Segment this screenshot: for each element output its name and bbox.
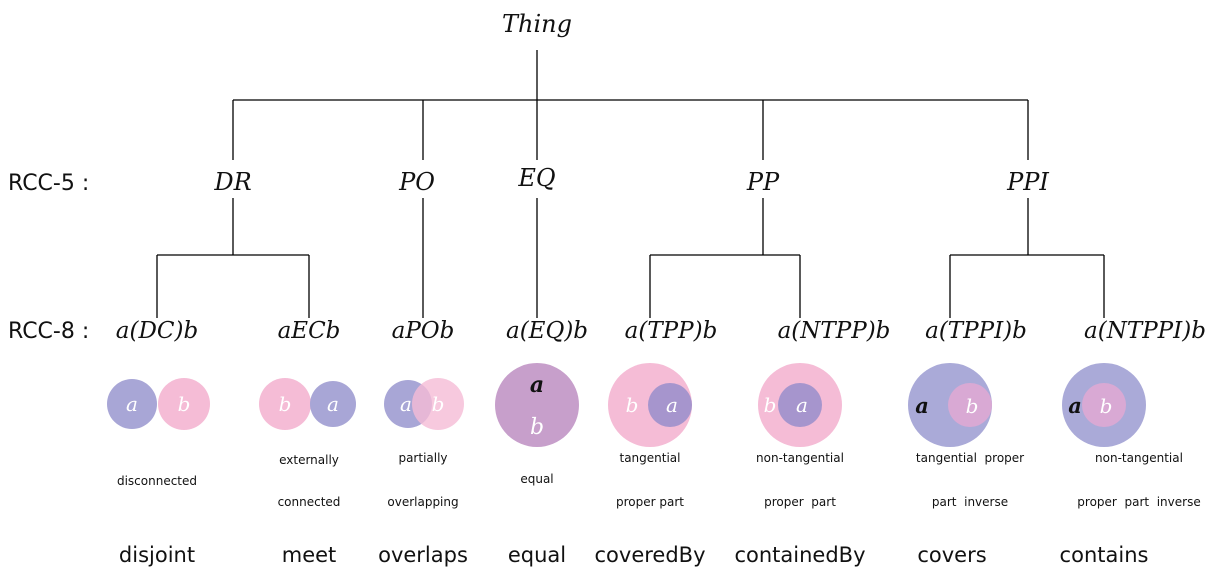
region-tpp: b a — [608, 363, 692, 447]
region-tppi: a b — [908, 363, 992, 447]
region-b-label: b — [626, 393, 639, 417]
region-po: a b — [384, 378, 464, 430]
desc-dc-1: disconnected — [117, 474, 197, 488]
region-b-label: b — [178, 392, 191, 416]
rcc8-notation-ntpp: a(NTPP)b — [778, 318, 891, 344]
desc-po-1: partially — [398, 451, 447, 465]
region-b-label: b — [764, 393, 777, 417]
name-equal: equal — [508, 543, 566, 567]
descriptions: disconnected externally connected partia… — [117, 451, 1201, 509]
name-containedby: containedBy — [734, 543, 865, 567]
region-a — [310, 381, 356, 427]
desc-tppi-2: part inverse — [932, 495, 1008, 509]
rcc8-notation-eq: a(EQ)b — [506, 318, 588, 344]
name-disjoint: disjoint — [119, 543, 195, 567]
rcc8-notation-tpp: a(TPP)b — [625, 318, 718, 344]
region-b — [412, 378, 464, 430]
rcc5-node-ppi: PPI — [1006, 168, 1049, 196]
region-a-label: a — [400, 392, 412, 416]
name-contains: contains — [1060, 543, 1149, 567]
relation-names: disjoint meet overlaps equal coveredBy c… — [119, 543, 1149, 567]
tree-lines — [156, 50, 1105, 318]
region-b — [259, 378, 311, 430]
desc-tpp-1: tangential — [620, 451, 681, 465]
region-ntppi: a b — [1062, 363, 1146, 447]
desc-ntppi-2: proper part inverse — [1077, 495, 1200, 509]
region-a-label: a — [1068, 393, 1082, 418]
rcc5-node-pp: PP — [746, 168, 780, 196]
region-a-label: a — [126, 392, 138, 416]
region-b — [158, 378, 210, 430]
root-node: Thing — [502, 10, 572, 38]
rcc8-notation-dc: a(DC)b — [116, 318, 198, 344]
region-a-label: a — [327, 392, 339, 416]
desc-eq-1: equal — [520, 472, 553, 486]
region-b-label: b — [279, 392, 292, 416]
region-b — [1082, 383, 1126, 427]
region-a-label: a — [796, 393, 808, 417]
region-a-label: a — [915, 393, 929, 418]
region-ntpp: b a — [758, 363, 842, 447]
region-b-label: b — [1100, 394, 1113, 418]
region-a-label: a — [666, 393, 678, 417]
region-a — [648, 383, 692, 427]
region-b-label: b — [966, 394, 979, 418]
desc-ntpp-2: proper part — [764, 495, 836, 509]
desc-po-2: overlapping — [387, 495, 458, 509]
region-b-label: b — [432, 392, 445, 416]
desc-tpp-2: proper part — [616, 495, 684, 509]
desc-ec-2: connected — [278, 495, 341, 509]
region-ab — [495, 363, 579, 447]
name-overlaps: overlaps — [378, 543, 468, 567]
rcc8-notation-tppi: a(TPPI)b — [925, 318, 1027, 344]
rcc5-node-dr: DR — [213, 168, 251, 196]
rcc8-notation-ntppi: a(NTPPI)b — [1084, 318, 1206, 344]
rcc5-node-po: PO — [398, 168, 435, 196]
rcc8-notation-ec: aECb — [278, 318, 341, 344]
rcc5-level-label: RCC-5 : — [8, 171, 89, 196]
desc-tppi-1: tangential proper — [916, 451, 1024, 465]
region-eq: a b — [495, 363, 579, 447]
name-meet: meet — [282, 543, 337, 567]
region-dc: a b — [107, 378, 210, 430]
region-b — [948, 383, 992, 427]
name-covers: covers — [917, 543, 986, 567]
rcc8-level-label: RCC-8 : — [8, 319, 89, 344]
rcc8-notation-po: aPOb — [392, 318, 455, 344]
desc-ec-1: externally — [279, 453, 339, 467]
desc-ntppi-1: non-tangential — [1095, 451, 1183, 465]
region-ec: b a — [259, 378, 356, 430]
desc-ntpp-1: non-tangential — [756, 451, 844, 465]
region-a — [778, 383, 822, 427]
name-coveredby: coveredBy — [595, 543, 706, 567]
region-a-label: a — [530, 372, 544, 398]
rcc5-node-eq: EQ — [517, 164, 555, 192]
region-b-label: b — [530, 415, 544, 440]
region-a — [107, 379, 157, 429]
